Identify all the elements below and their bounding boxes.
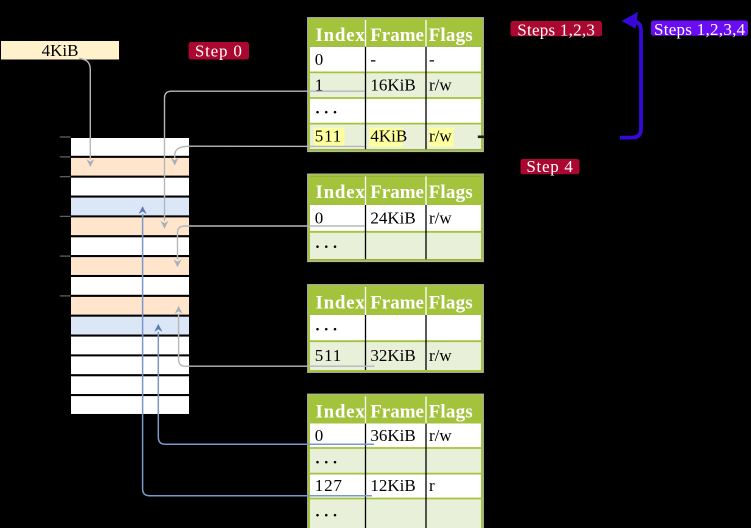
svg-text:Frame: Frame (370, 401, 424, 422)
svg-text:Flags: Flags (429, 182, 473, 203)
svg-text:12KiB: 12KiB (370, 476, 415, 495)
svg-text:Index: Index (316, 401, 366, 422)
svg-text:0: 0 (315, 426, 324, 445)
svg-text:36KiB: 36KiB (370, 426, 415, 445)
svg-text:Step 4: Step 4 (526, 157, 573, 176)
svg-text:4KiB: 4KiB (42, 41, 79, 60)
svg-text:511: 511 (315, 346, 342, 365)
svg-text:Steps 1,2,3: Steps 1,2,3 (517, 20, 595, 39)
svg-text:Frame: Frame (370, 292, 424, 313)
svg-text:16KiB: 16KiB (370, 75, 415, 94)
svg-text:...: ... (315, 311, 341, 336)
svg-text:24KiB: 24KiB (370, 209, 415, 228)
svg-text:32KiB: 32KiB (370, 346, 415, 365)
svg-text:...: ... (315, 93, 341, 118)
svg-text:r/w: r/w (429, 75, 452, 94)
svg-text:r/w: r/w (429, 209, 452, 228)
svg-text:0: 0 (315, 209, 324, 228)
svg-text:Flags: Flags (429, 292, 473, 313)
svg-text:Index: Index (316, 292, 366, 313)
svg-text:Frame: Frame (370, 25, 424, 46)
svg-text:Flags: Flags (429, 25, 473, 46)
svg-text:-: - (429, 50, 435, 69)
svg-text:r/w: r/w (429, 426, 452, 445)
svg-text:1: 1 (315, 75, 324, 94)
svg-text:Index: Index (316, 182, 366, 203)
svg-text:127: 127 (315, 476, 343, 495)
svg-text:r/w: r/w (429, 127, 452, 146)
svg-text:...: ... (315, 443, 341, 468)
svg-text:Flags: Flags (429, 401, 473, 422)
svg-text:Steps 1,2,3,4: Steps 1,2,3,4 (654, 20, 746, 39)
svg-text:Frame: Frame (370, 182, 424, 203)
svg-text:-: - (370, 50, 376, 69)
svg-text:r: r (429, 476, 435, 495)
svg-text:0: 0 (315, 50, 324, 69)
svg-text:r/w: r/w (429, 346, 452, 365)
svg-text:...: ... (315, 228, 341, 253)
svg-text:Index: Index (316, 25, 366, 46)
svg-text:511: 511 (315, 127, 342, 146)
svg-text:...: ... (315, 497, 341, 522)
svg-text:Step 0: Step 0 (195, 42, 243, 61)
svg-text:4KiB: 4KiB (370, 127, 407, 146)
